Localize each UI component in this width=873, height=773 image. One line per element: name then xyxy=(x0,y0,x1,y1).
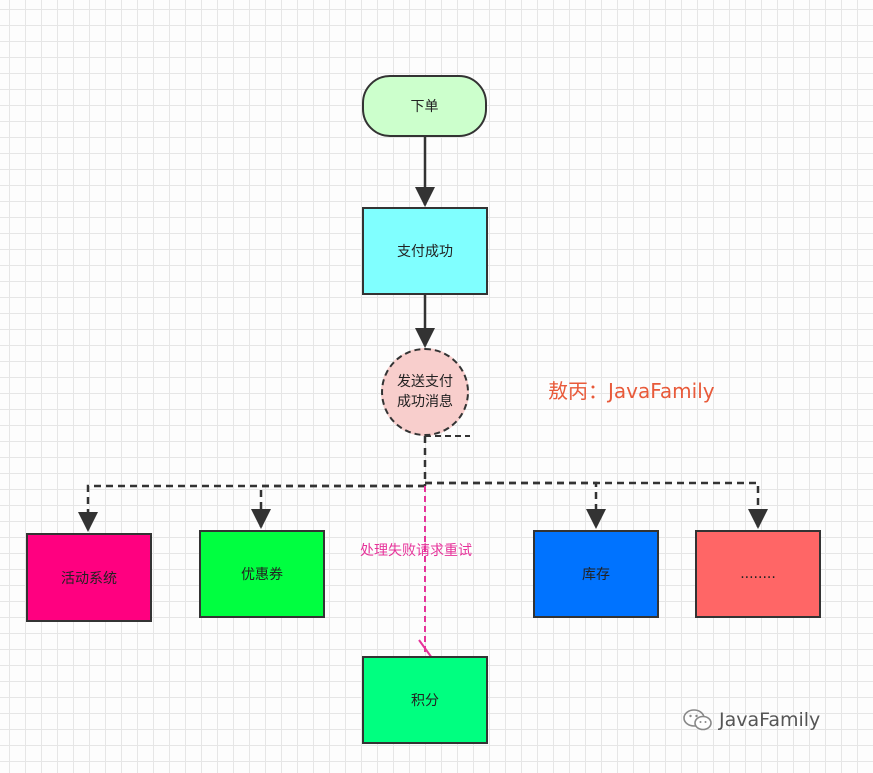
node-stock: 库存 xyxy=(533,530,659,618)
node-more: ........ xyxy=(695,530,821,618)
edge-bus-more xyxy=(425,481,768,529)
node-coupon-label: 优惠券 xyxy=(241,567,283,583)
node-place-order: 下单 xyxy=(362,75,487,137)
node-pay-success-label: 支付成功 xyxy=(397,244,453,260)
retry-fail-mark xyxy=(418,639,433,659)
node-stock-label: 库存 xyxy=(582,567,610,583)
wechat-icon xyxy=(683,709,712,731)
node-place-order-label: 下单 xyxy=(410,99,439,115)
node-send-pay-message: 发送支付成功消息 xyxy=(381,348,469,436)
node-activity-system: 活动系统 xyxy=(26,533,152,622)
retry-annotation: 处理失败请求重试 xyxy=(360,543,472,559)
edge-bus-left xyxy=(78,484,425,532)
watermark-text: JavaFamily xyxy=(719,709,821,731)
author-annotation: 敖丙：JavaFamily xyxy=(548,379,715,403)
edge-bus-coupon xyxy=(251,484,425,529)
node-send-pay-message-label: 发送支付成功消息 xyxy=(397,374,453,410)
node-points: 积分 xyxy=(362,656,488,744)
node-activity-system-label: 活动系统 xyxy=(61,570,117,587)
node-pay-success: 支付成功 xyxy=(362,207,488,295)
node-coupon: 优惠券 xyxy=(199,530,325,618)
node-points-label: 积分 xyxy=(411,693,439,709)
node-more-label: ........ xyxy=(740,566,776,582)
edge-bus-stock xyxy=(425,481,606,529)
watermark: JavaFamily xyxy=(683,708,820,732)
